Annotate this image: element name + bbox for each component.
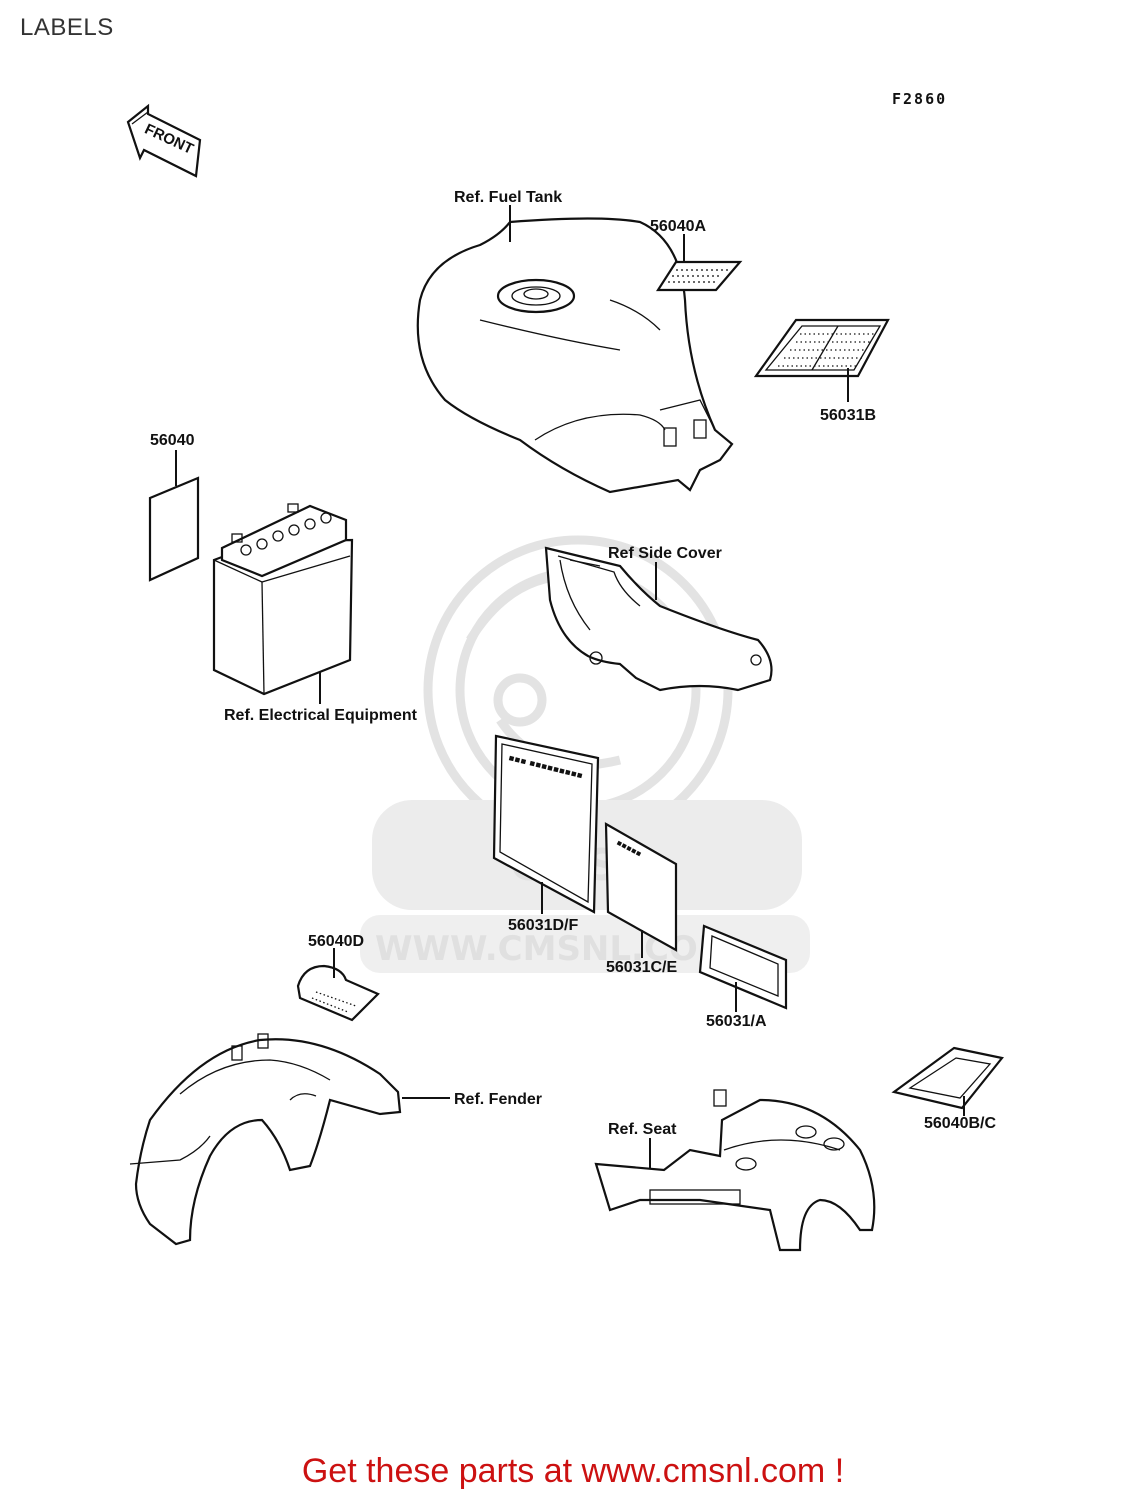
callout-56031CE: 56031C/E [606,959,677,976]
side-cover-drawing [544,546,773,692]
callout-fender: Ref. Fender [454,1091,542,1108]
callout-56040: 56040 [150,432,195,449]
callout-seat: Ref. Seat [608,1121,677,1138]
label-56040 [148,476,200,582]
callout-56031A: 56031/A [706,1013,767,1030]
callout-56031DF: 56031D/F [508,917,578,934]
label-56040D [296,964,380,1022]
label-56040A [655,260,743,292]
callout-56040A: 56040A [650,218,706,235]
battery-drawing [212,503,354,696]
figure-code: F2860 [892,90,947,108]
callout-fuel-tank: Ref. Fuel Tank [454,189,562,206]
callout-56040BC: 56040B/C [924,1115,996,1132]
watermark-text: WWW.CMSNL.COM [375,929,732,969]
fuel-tank-drawing [416,217,734,494]
label-56031A [698,924,788,1010]
label-56031DF: ▪▪▪ ▪▪▪▪▪▪▪▪▪ [492,734,600,914]
label-56031CE: ▪▪▪▪▪ [604,822,678,952]
front-arrow: FRONT [126,103,202,178]
parts-diagram: CMS WWW.CMSNL.COM FRONT F2860 Ref. Fuel … [126,90,1004,1252]
callout-56040D: 56040D [308,933,364,950]
footer-link[interactable]: Get these parts at www.cmsnl.com ! [301,1452,845,1490]
page-title: LABELS [20,14,114,41]
callout-electrical: Ref. Electrical Equipment [224,707,418,724]
label-56031B [753,318,890,378]
label-56040BC [891,1046,1004,1110]
seat-drawing [594,1089,876,1252]
fender-drawing [129,1033,402,1246]
callout-side-cover: Ref Side Cover [608,545,722,562]
callout-56031B: 56031B [820,407,876,424]
